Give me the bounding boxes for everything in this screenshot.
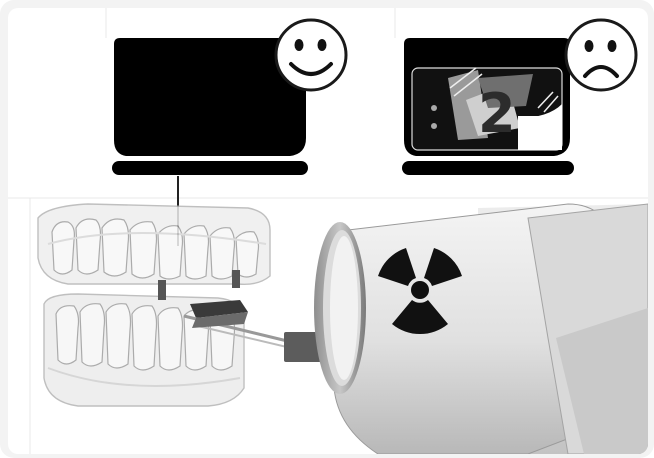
smiley-face-icon [276,20,346,90]
illustration-stage: 2 [8,8,648,454]
xray-tube [314,204,648,454]
xray-illustration: 2 [8,8,648,454]
frowning-face-icon [566,20,636,90]
sensor-bad: 2 [402,38,574,175]
sensor-digit: 2 [478,82,516,145]
